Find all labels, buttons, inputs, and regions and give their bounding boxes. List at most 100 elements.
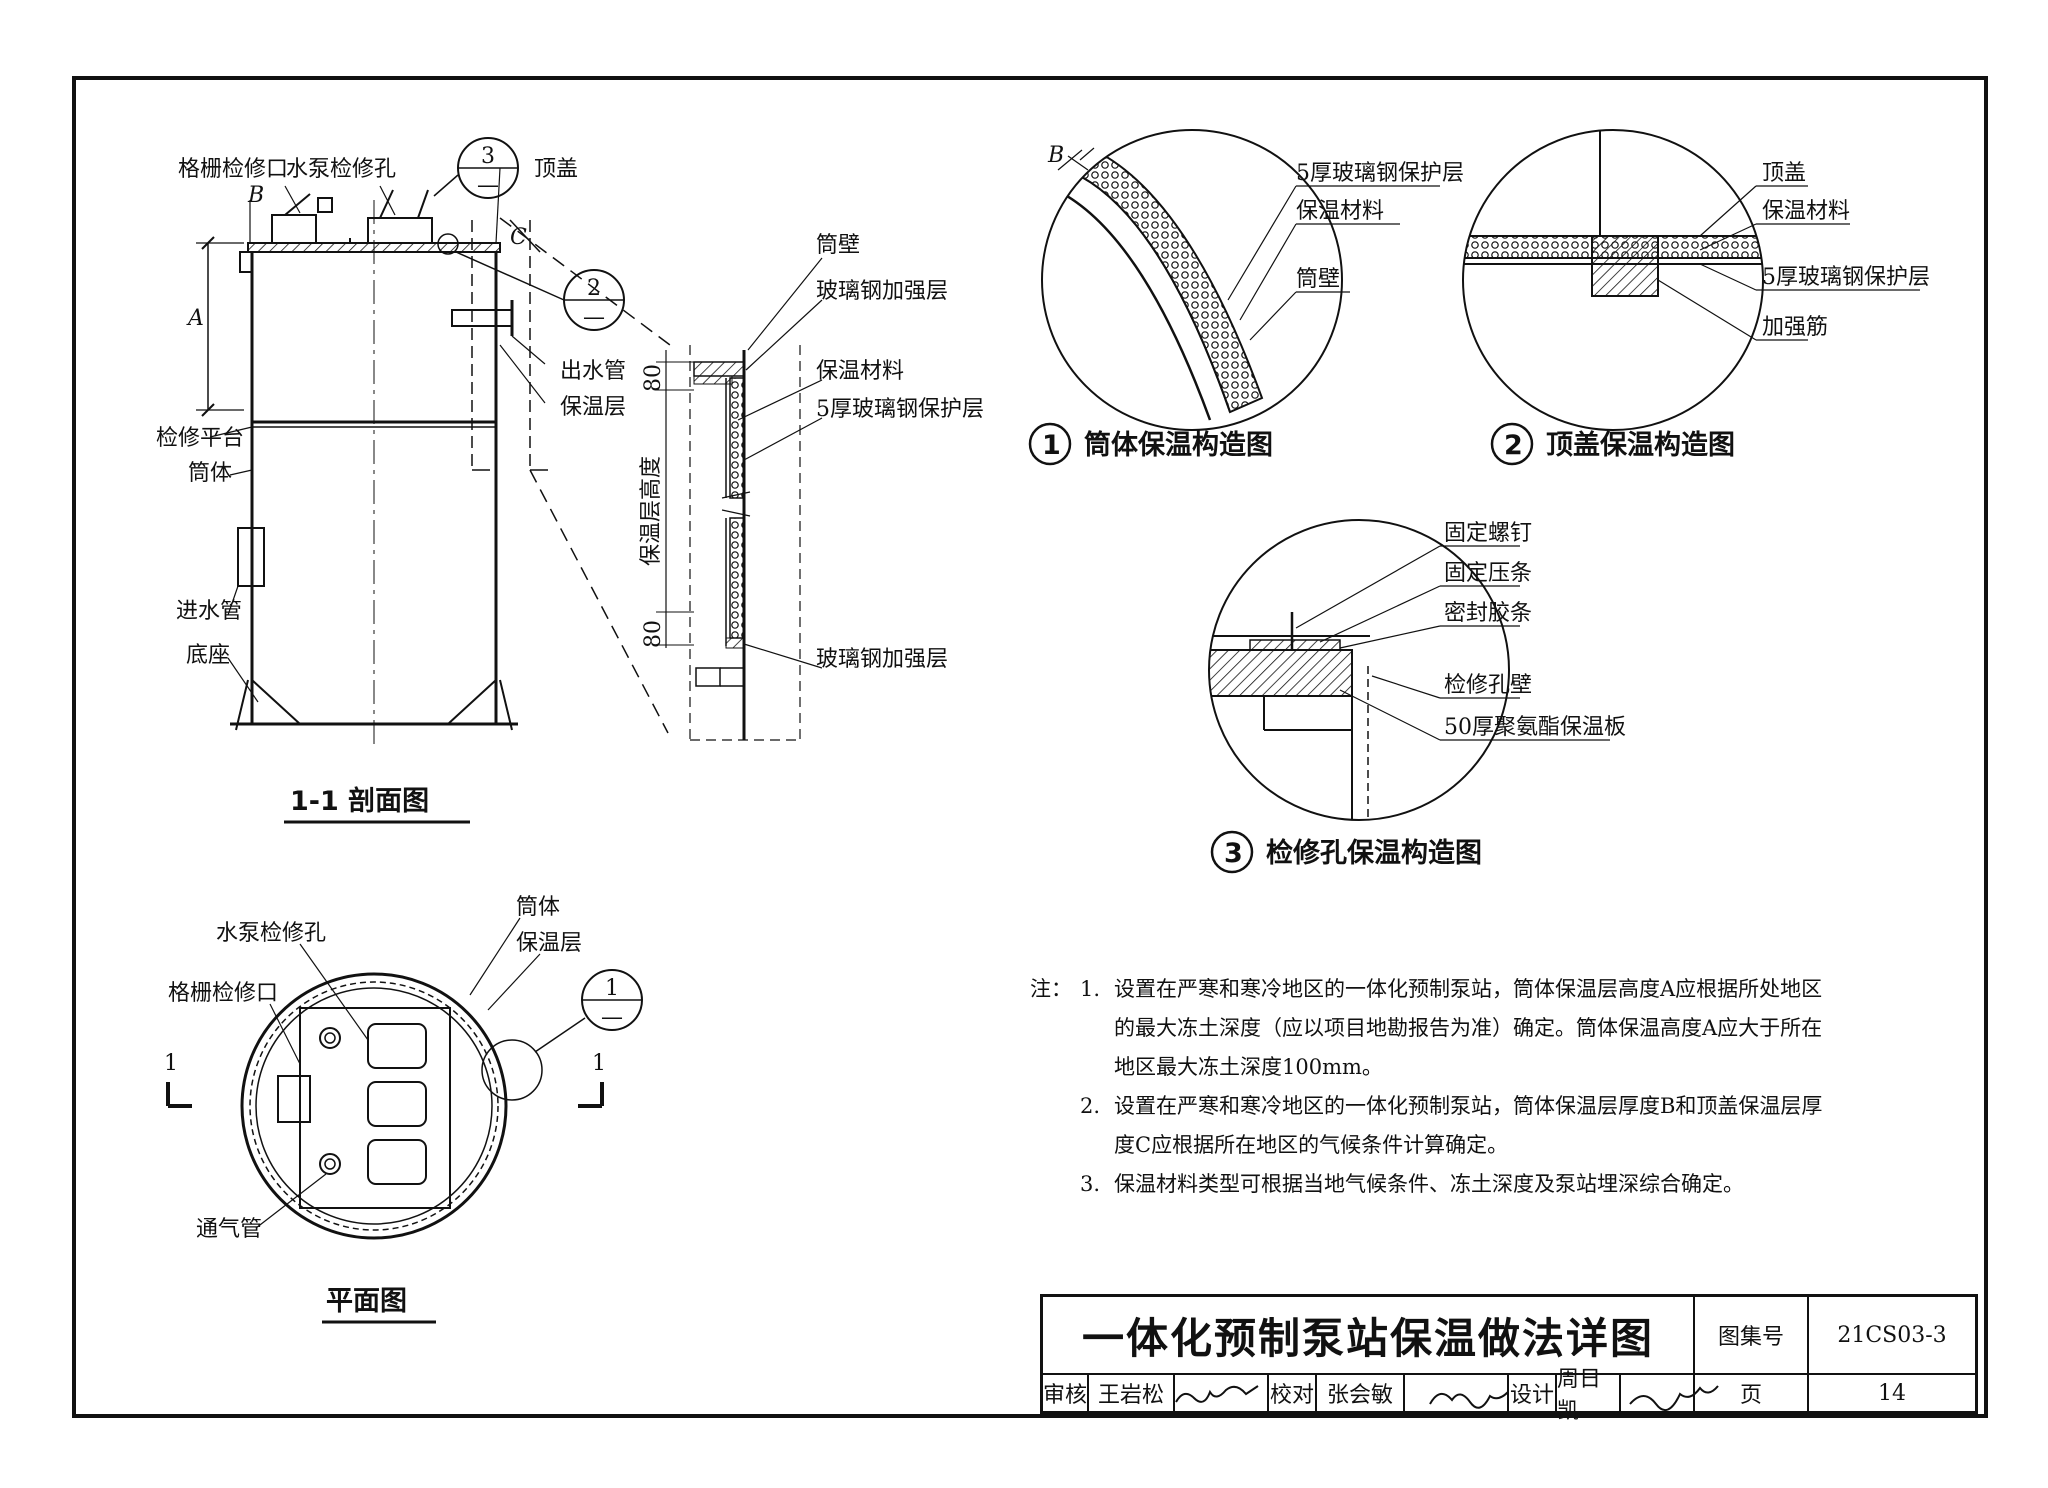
note-2-line-1: 设置在严寒和寒冷地区的一体化预制泵站，筒体保温层厚度B和顶盖保温层厚 <box>1114 1094 1823 1118</box>
note-1-cont-2: 地区最大冻土深度100mm。 <box>1030 1048 1940 1087</box>
d1-wall-label: 筒壁 <box>1296 267 1340 292</box>
wall-label: 筒壁 <box>816 233 860 258</box>
d3-strip-label: 固定压条 <box>1444 561 1532 586</box>
checker-name: 张会敏 <box>1317 1375 1405 1411</box>
reviewer-name: 王岩松 <box>1089 1375 1175 1411</box>
detail-3: 固定螺钉 固定压条 密封胶条 检修孔壁 50厚聚氨酯保温板 3 检修孔保温构造图 <box>1208 519 1626 874</box>
detail-3-number: 3 <box>1224 838 1243 869</box>
frp-protect-label: 5厚玻璃钢保护层 <box>816 397 984 422</box>
ref-1-dash: — <box>601 1005 623 1030</box>
reviewer-signature-cell <box>1175 1375 1269 1411</box>
dim-b-label: B <box>247 183 264 208</box>
ref-3-dash: — <box>477 173 499 198</box>
detail-2-number: 2 <box>1504 430 1523 461</box>
detail-2: 顶盖 保温材料 5厚玻璃钢保护层 加强筋 2 顶盖保温构造图 <box>1462 129 1930 466</box>
d1-insulation-label: 保温材料 <box>1296 199 1384 224</box>
designer-signature <box>1629 1385 1719 1412</box>
pump-hole-label: 水泵检修孔 <box>286 157 396 182</box>
signatures <box>1175 1385 1719 1412</box>
ref-2-number: 2 <box>587 276 601 301</box>
wall-detail-text: 筒壁 玻璃钢加强层 保温材料 5厚玻璃钢保护层 玻璃钢加强层 80 80 保温层… <box>639 233 984 672</box>
check-label: 校对 <box>1269 1375 1317 1411</box>
dim-80-top: 80 <box>641 364 666 392</box>
height-label: 保温层高度 <box>639 456 664 566</box>
dim-c-label: C <box>510 225 527 250</box>
note-2-num: 2. <box>1080 1094 1101 1118</box>
section-mark-left: 1 <box>164 1051 178 1076</box>
detail-3-number-circle <box>1210 830 1254 874</box>
insulation-material-label: 保温材料 <box>816 359 904 384</box>
ref-3-number: 3 <box>481 144 495 169</box>
grate-port-label: 格栅检修口 <box>178 157 288 182</box>
note-1-line-3: 地区最大冻土深度100mm。 <box>1114 1055 1383 1079</box>
d3-screw-label: 固定螺钉 <box>1444 521 1532 546</box>
detail-3-caption: 检修孔保温构造图 <box>1266 837 1482 869</box>
plan-view <box>166 917 643 1240</box>
note-2-cont-1: 度C应根据所在地区的气候条件计算确定。 <box>1030 1126 1940 1165</box>
checker-signature-cell <box>1405 1375 1509 1411</box>
notes: 注： 1. 设置在严寒和寒冷地区的一体化预制泵站，筒体保温层高度A应根据所处地区… <box>1030 970 1940 1204</box>
detail-2-number-circle <box>1490 422 1534 466</box>
section-mark-right: 1 <box>592 1051 606 1076</box>
reviewer-signature <box>1175 1385 1259 1403</box>
page-number: 14 <box>1878 1380 1906 1406</box>
top-cover-label: 顶盖 <box>534 157 578 182</box>
designer-signature-cell <box>1621 1375 1695 1411</box>
design-label: 设计 <box>1509 1375 1557 1411</box>
section-view-text: 格栅检修口 水泵检修孔 顶盖 出水管 保温层 检修平台 筒体 进水管 底座 A … <box>156 144 626 824</box>
atlas-label: 图集号 <box>1695 1297 1809 1375</box>
note-1: 注： 1. 设置在严寒和寒冷地区的一体化预制泵站，筒体保温层高度A应根据所处地区 <box>1030 970 1940 1009</box>
plan-caption: 平面图 <box>326 1286 407 1317</box>
drawing-title: 一体化预制泵站保温做法详图 <box>1043 1297 1695 1375</box>
page-label: 页 <box>1695 1375 1809 1411</box>
review-label: 审核 <box>1043 1375 1089 1411</box>
base-label: 底座 <box>186 643 230 668</box>
d2-rib-label: 加强筋 <box>1762 315 1828 340</box>
dim-a-label: A <box>186 306 204 331</box>
detail-2-caption: 顶盖保温构造图 <box>1546 430 1735 461</box>
note-3-num: 3. <box>1080 1172 1101 1196</box>
checker-signature <box>1429 1391 1509 1409</box>
note-1-line-2: 的最大冻土深度（应以项目地勘报告为准）确定。筒体保温高度A应大于所在 <box>1114 1016 1823 1040</box>
d1-frp-protect-label: 5厚玻璃钢保护层 <box>1296 161 1464 186</box>
note-1-line-1: 设置在严寒和寒冷地区的一体化预制泵站，筒体保温层高度A应根据所处地区 <box>1114 977 1823 1001</box>
d2-frp-protect-label: 5厚玻璃钢保护层 <box>1762 265 1930 290</box>
designer-name: 周日凯 <box>1557 1367 1621 1424</box>
detail-1-caption: 筒体保温构造图 <box>1084 429 1273 461</box>
notes-prefix: 注： <box>1030 977 1072 1001</box>
note-3: 3. 保温材料类型可根据当地气候条件、冻土深度及泵站埋深综合确定。 <box>1030 1165 1940 1204</box>
inlet-pipe-label: 进水管 <box>176 599 242 624</box>
detail-1-number-circle <box>1028 422 1072 466</box>
plan-vent-pipe-label: 通气管 <box>196 1217 262 1242</box>
plan-grate-port-label: 格栅检修口 <box>168 981 278 1006</box>
atlas-number: 21CS03-3 <box>1809 1297 1975 1375</box>
wall-detail <box>656 257 823 741</box>
note-1-cont-1: 的最大冻土深度（应以项目地勘报告为准）确定。筒体保温高度A应大于所在 <box>1030 1009 1940 1048</box>
d2-insulation-label: 保温材料 <box>1762 199 1850 224</box>
d2-top-cover-label: 顶盖 <box>1762 161 1806 186</box>
note-3-line-1: 保温材料类型可根据当地气候条件、冻土深度及泵站埋深综合确定。 <box>1114 1172 1744 1196</box>
d3-pu-board-label: 50厚聚氨酯保温板 <box>1444 715 1626 740</box>
plan-shell-label: 筒体 <box>516 895 560 920</box>
detail-1: 5厚玻璃钢保护层 保温材料 筒壁 B 1 筒体保温构造图 <box>1028 129 1464 466</box>
shell-label: 筒体 <box>188 461 232 486</box>
plan-insulation-label: 保温层 <box>516 931 582 956</box>
ref-2-dash: — <box>583 305 605 330</box>
note-1-num: 1. <box>1080 977 1101 1001</box>
platform-label: 检修平台 <box>156 426 244 451</box>
frp-reinforce-bottom-label: 玻璃钢加强层 <box>816 647 948 672</box>
detail-1-number: 1 <box>1042 430 1061 461</box>
d3-sealant-label: 密封胶条 <box>1444 601 1532 626</box>
frp-reinforce-top-label: 玻璃钢加强层 <box>816 279 948 304</box>
d1-dim-b-label: B <box>1047 143 1064 168</box>
drawing-frame <box>72 76 1988 1418</box>
section-caption: 1-1 剖面图 <box>290 785 429 817</box>
ref-1-number: 1 <box>605 976 619 1001</box>
note-2: 2. 设置在严寒和寒冷地区的一体化预制泵站，筒体保温层厚度B和顶盖保温层厚 <box>1030 1087 1940 1126</box>
d3-hole-wall-label: 检修孔壁 <box>1444 673 1532 698</box>
insulation-layer-label: 保温层 <box>560 395 626 420</box>
dim-80-bottom: 80 <box>641 620 666 648</box>
section-view <box>196 137 671 745</box>
outlet-pipe-label: 出水管 <box>560 359 626 384</box>
